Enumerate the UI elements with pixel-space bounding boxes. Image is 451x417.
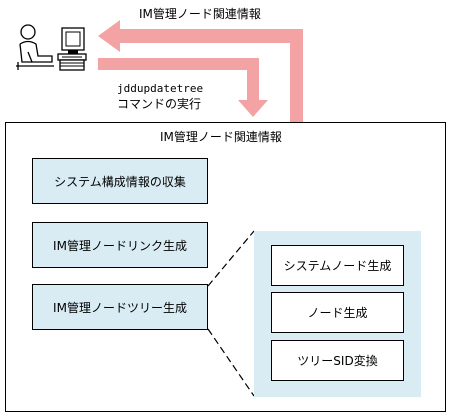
substep-node-generation: ノード生成 (271, 292, 404, 333)
command-arrow (98, 58, 268, 117)
step-node-link-generation: IM管理ノードリンク生成 (32, 222, 208, 268)
return-arrow (98, 20, 303, 122)
substep-tree-sid-conversion: ツリーSID変換 (271, 340, 404, 381)
flow-arrows (98, 20, 303, 122)
container-title: IM管理ノード関連情報 (160, 130, 282, 144)
return-arrow-label: IM管理ノード関連情報 (139, 7, 261, 21)
user-at-computer-icon (16, 24, 87, 71)
step-collect-system-info: システム構成情報の収集 (32, 158, 208, 204)
substep-system-node-generation: システムノード生成 (271, 245, 404, 286)
command-name: jddupdatetree (117, 82, 204, 95)
step-node-tree-generation: IM管理ノードツリー生成 (32, 284, 208, 330)
command-label: コマンドの実行 (117, 97, 202, 111)
